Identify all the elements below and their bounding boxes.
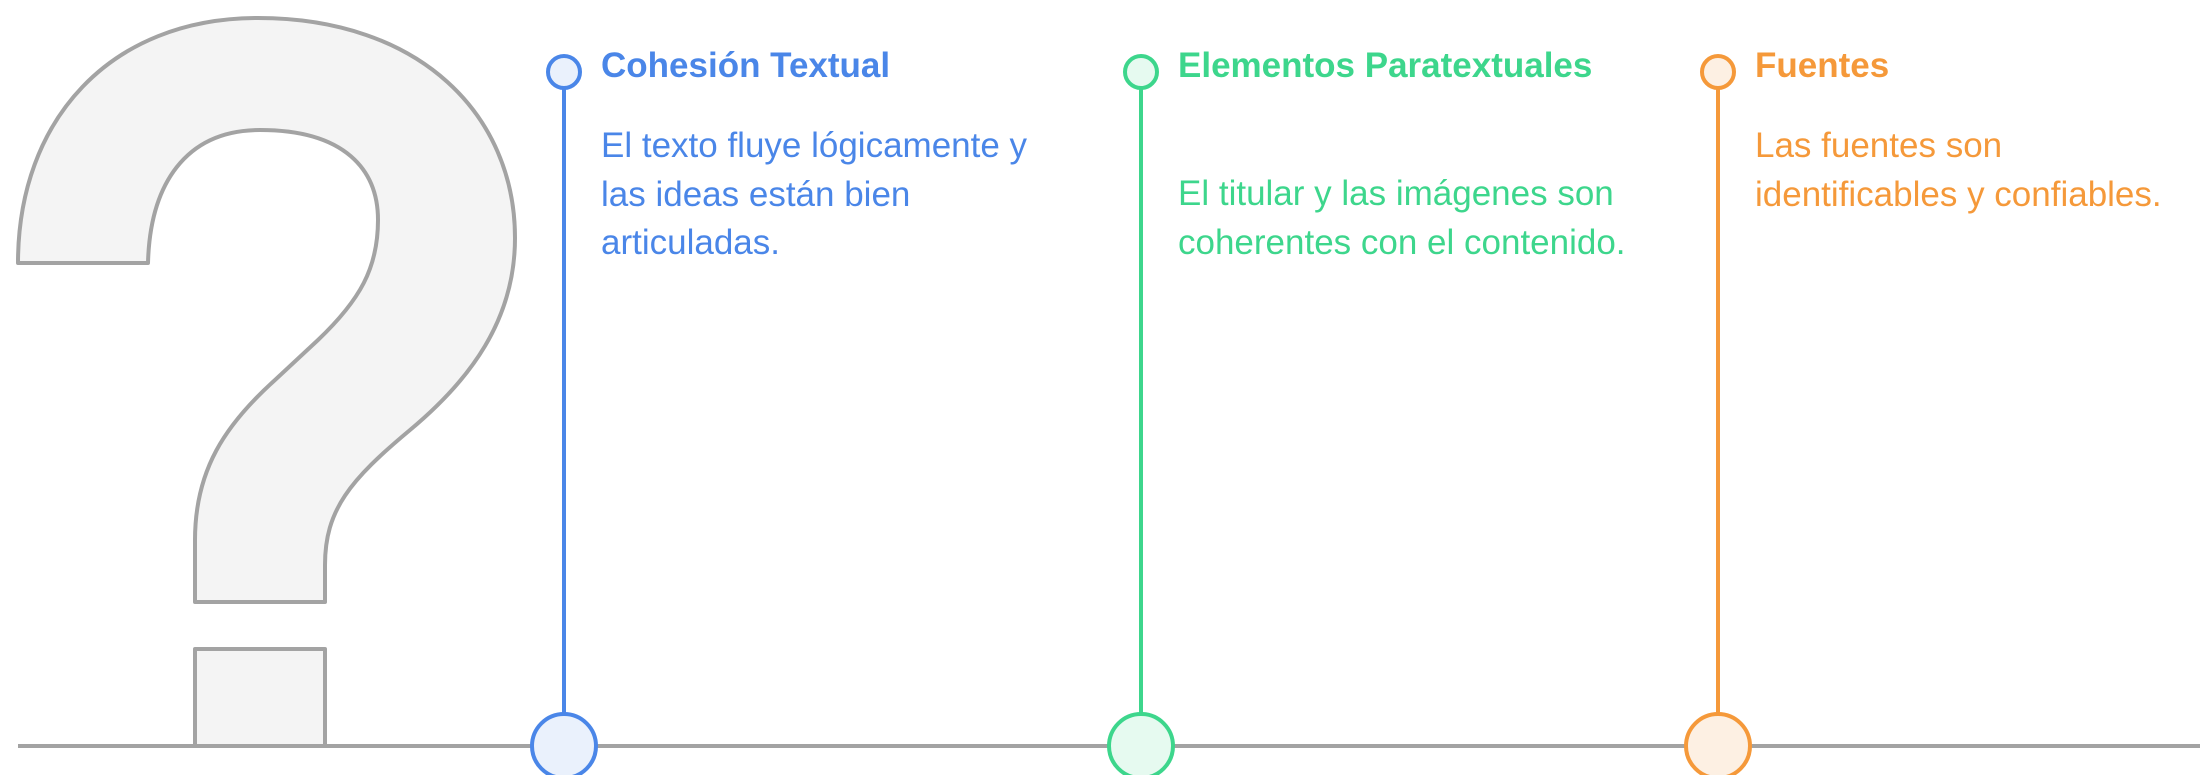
timeline-item-0 bbox=[530, 54, 598, 775]
item-base-node bbox=[530, 712, 598, 775]
item-top-marker bbox=[1123, 54, 1159, 90]
item-top-marker bbox=[1700, 54, 1736, 90]
item-description-elementos-paratextuales: El titular y las imágenes son coherentes… bbox=[1178, 174, 1626, 262]
question-mark-dot bbox=[193, 647, 327, 746]
item-title-fuentes: Fuentes bbox=[1755, 46, 1890, 85]
item-base-node bbox=[1684, 712, 1752, 775]
item-top-marker bbox=[546, 54, 582, 90]
timeline-item-2 bbox=[1684, 54, 1752, 775]
question-mark-icon bbox=[16, 16, 517, 746]
item-description-cohesion-textual: El texto fluye lógicamente y las ideas e… bbox=[601, 126, 1028, 262]
timeline-item-1 bbox=[1107, 54, 1175, 775]
item-base-node bbox=[1107, 712, 1175, 775]
item-title-elementos-paratextuales: Elementos Paratextuales bbox=[1178, 46, 1593, 85]
item-title-cohesion-textual: Cohesión Textual bbox=[601, 46, 891, 85]
item-description-fuentes: Las fuentes son identificables y confiab… bbox=[1755, 126, 2162, 214]
question-mark-hook bbox=[16, 16, 517, 604]
